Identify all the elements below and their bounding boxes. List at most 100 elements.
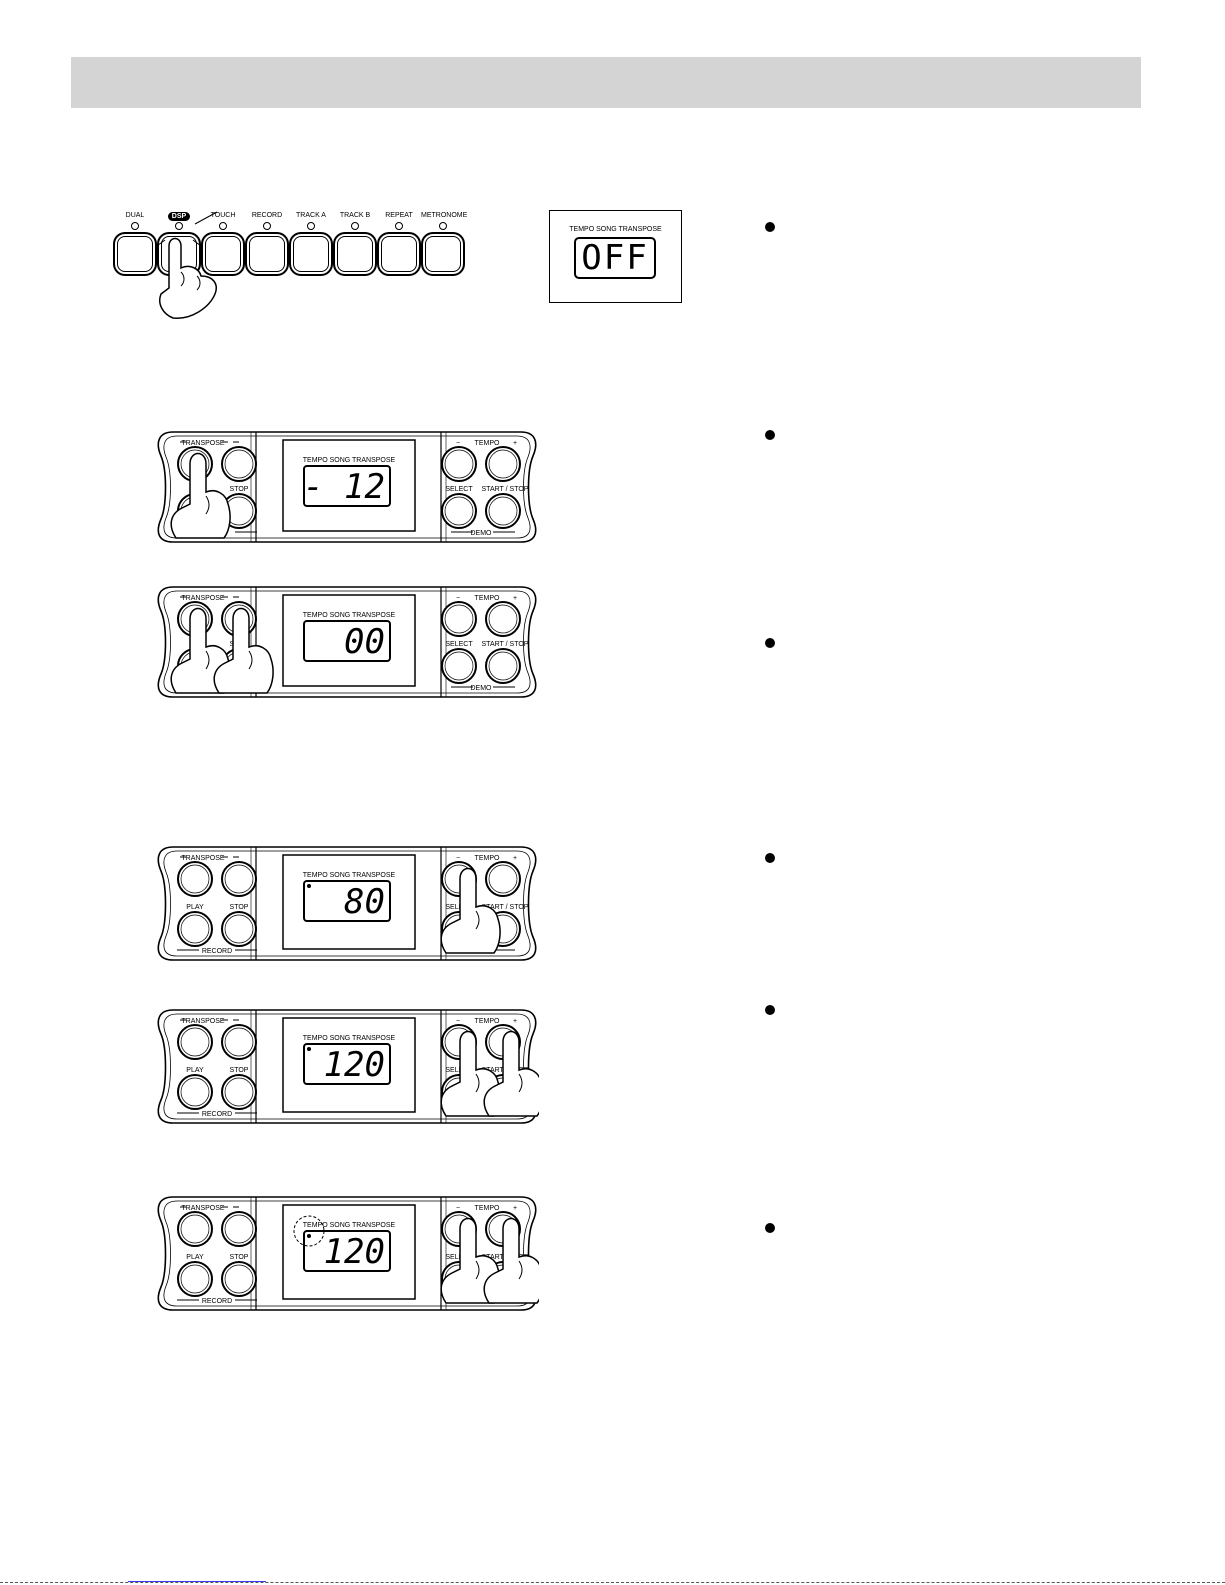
display-box: TEMPO SONG TRANSPOSE OFF bbox=[549, 210, 682, 303]
stop-button[interactable] bbox=[221, 1074, 257, 1110]
select-button[interactable] bbox=[441, 648, 477, 684]
tempo-plus-label: + bbox=[513, 595, 517, 602]
display-indicators: TEMPO SONG TRANSPOSE bbox=[303, 457, 396, 464]
track-a-label: TRACK A bbox=[296, 212, 326, 219]
dual-label: DUAL bbox=[125, 212, 145, 219]
dsp-press-illustration bbox=[156, 211, 218, 319]
tempo-minus-label: − bbox=[456, 440, 460, 447]
pressing-hand bbox=[483, 1217, 539, 1304]
display-screen bbox=[303, 1230, 391, 1272]
track-b-button[interactable] bbox=[333, 232, 377, 276]
bottom-link-underline bbox=[128, 1581, 266, 1585]
start-stop-button[interactable] bbox=[485, 493, 521, 529]
transpose-up-button[interactable] bbox=[221, 1211, 257, 1247]
repeat-button[interactable] bbox=[377, 232, 421, 276]
pressing-hand bbox=[483, 1030, 539, 1117]
play-label: PLAY bbox=[186, 1067, 204, 1074]
bullet bbox=[765, 222, 775, 232]
function-button-row: DUAL DSP TOUCH RECORD TRACK A TRACK B RE… bbox=[105, 210, 475, 320]
transpose-up-button[interactable] bbox=[221, 446, 257, 482]
track-b-led bbox=[351, 222, 359, 230]
bullet bbox=[765, 638, 775, 648]
display-value: 00 bbox=[344, 622, 385, 662]
display-indicators: TEMPO SONG TRANSPOSE bbox=[303, 1222, 396, 1229]
pressing-hand bbox=[440, 867, 501, 954]
bullet bbox=[765, 1005, 775, 1015]
metronome-button[interactable] bbox=[421, 232, 465, 276]
header-bar bbox=[71, 57, 1141, 108]
record-label: RECORD bbox=[202, 1298, 232, 1305]
transpose-down-button[interactable] bbox=[177, 1211, 213, 1247]
tempo-up-button[interactable] bbox=[485, 601, 521, 637]
panel-casing-inner bbox=[163, 850, 531, 957]
play-button[interactable] bbox=[177, 911, 213, 947]
record-led bbox=[263, 222, 271, 230]
dsp-led bbox=[175, 222, 183, 230]
transpose-label: TRANSPOSE bbox=[181, 595, 225, 602]
panel-casing-inner bbox=[163, 1013, 531, 1120]
play-label: PLAY bbox=[186, 1254, 204, 1261]
transpose-up-button[interactable] bbox=[221, 861, 257, 897]
panel-drawing: TEMPO SONG TRANSPOSE00TRANSPOSESTOP−TEMP… bbox=[157, 586, 537, 698]
display-indicators: TEMPO SONG TRANSPOSE bbox=[303, 1035, 396, 1042]
tempo-label: TEMPO bbox=[475, 595, 500, 602]
start-stop-button[interactable] bbox=[485, 648, 521, 684]
record-label: RECORD bbox=[202, 1111, 232, 1118]
highlight-circle bbox=[293, 1215, 325, 1247]
panel-casing-inner bbox=[163, 435, 531, 539]
tempo-up-button[interactable] bbox=[485, 446, 521, 482]
tempo-indicator-dot bbox=[307, 1234, 311, 1238]
demo-label: DEMO bbox=[471, 685, 493, 692]
bullet bbox=[765, 1223, 775, 1233]
bottom-rule bbox=[0, 1582, 1225, 1583]
start-stop-label: START / STOP bbox=[482, 486, 529, 493]
tempo-label: TEMPO bbox=[475, 1205, 500, 1212]
pressing-hand bbox=[213, 607, 274, 694]
touch-led bbox=[219, 222, 227, 230]
record-button[interactable] bbox=[245, 232, 289, 276]
track-a-button[interactable] bbox=[289, 232, 333, 276]
transpose-up-button[interactable] bbox=[221, 1024, 257, 1060]
tempo-minus-label: − bbox=[456, 855, 460, 862]
tempo-label: TEMPO bbox=[475, 855, 500, 862]
metronome-led bbox=[439, 222, 447, 230]
display-value: 120 bbox=[324, 1045, 385, 1085]
display-indicators: TEMPO SONG TRANSPOSE bbox=[303, 612, 396, 619]
transpose-down-button[interactable] bbox=[177, 1024, 213, 1060]
tempo-down-button[interactable] bbox=[441, 446, 477, 482]
tempo-label: TEMPO bbox=[475, 440, 500, 447]
touch-button[interactable] bbox=[201, 232, 245, 276]
play-button[interactable] bbox=[177, 1261, 213, 1297]
play-label: PLAY bbox=[186, 904, 204, 911]
touch-label: TOUCH bbox=[210, 212, 236, 219]
transpose-down-button[interactable] bbox=[177, 861, 213, 897]
transpose-label: TRANSPOSE bbox=[181, 1205, 225, 1212]
play-button[interactable] bbox=[177, 1074, 213, 1110]
display-indicators: TEMPO SONG TRANSPOSE bbox=[569, 226, 662, 233]
repeat-label: REPEAT bbox=[385, 212, 413, 219]
tempo-label: TEMPO bbox=[475, 1018, 500, 1025]
display-value: 80 bbox=[344, 882, 385, 922]
tempo-up-button[interactable] bbox=[485, 861, 521, 897]
display-screen bbox=[303, 880, 391, 922]
display-value: OFF bbox=[574, 237, 656, 279]
panel-drawing: TEMPO SONG TRANSPOSE- 12TRANSPOSESTOP−TE… bbox=[157, 431, 537, 543]
dual-button[interactable] bbox=[113, 232, 157, 276]
tempo-indicator-dot bbox=[307, 884, 311, 888]
transpose-label: TRANSPOSE bbox=[181, 440, 225, 447]
pressing-hand bbox=[170, 452, 231, 539]
record-label: RECORD bbox=[202, 948, 232, 955]
display-value: - 12 bbox=[303, 467, 385, 507]
select-button[interactable] bbox=[441, 493, 477, 529]
stop-label: STOP bbox=[230, 904, 249, 911]
display-value: 120 bbox=[324, 1232, 385, 1272]
stop-button[interactable] bbox=[221, 1261, 257, 1297]
bullet bbox=[765, 853, 775, 863]
bullet bbox=[765, 430, 775, 440]
stop-button[interactable] bbox=[221, 911, 257, 947]
tempo-down-button[interactable] bbox=[441, 601, 477, 637]
